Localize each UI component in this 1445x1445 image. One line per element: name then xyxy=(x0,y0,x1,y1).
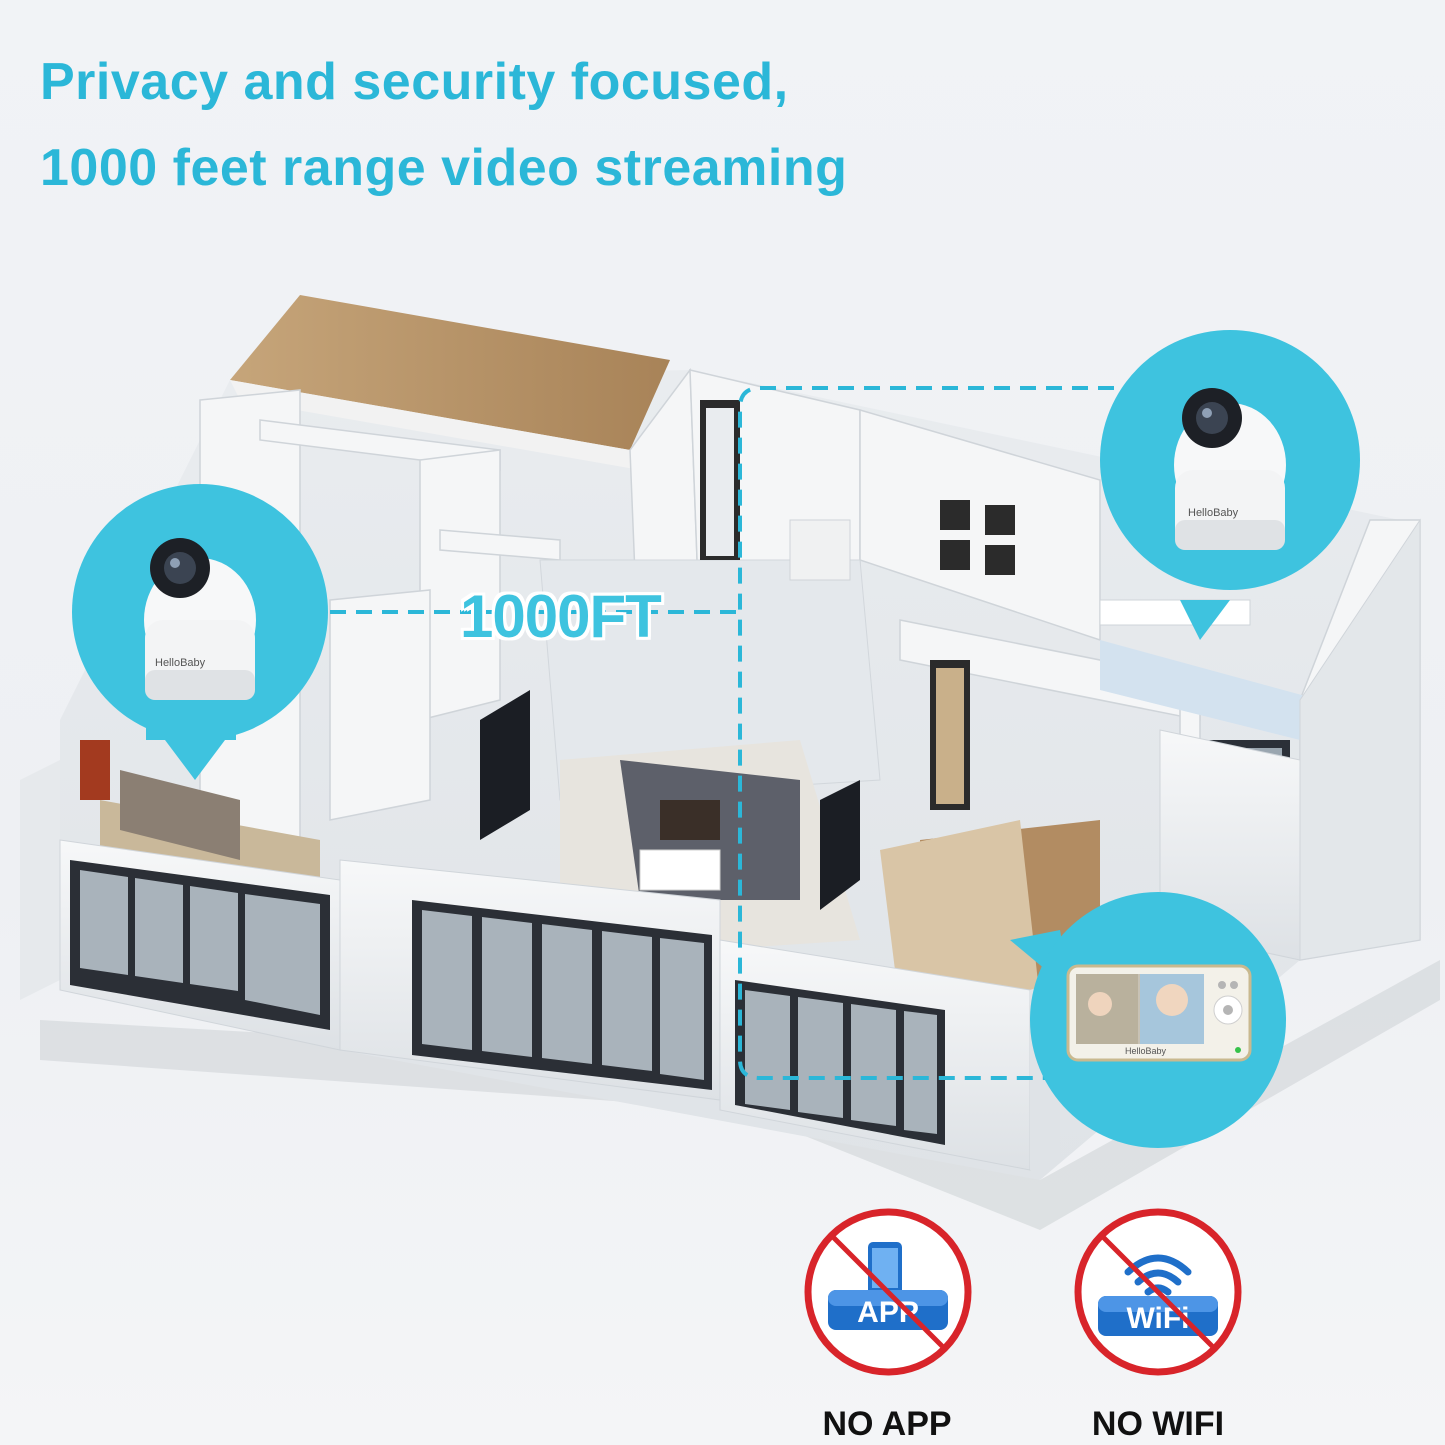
range-label: 1000FT xyxy=(460,583,662,650)
window-panes xyxy=(80,870,937,1134)
no-wifi-pill-text: WiFi xyxy=(1126,1302,1189,1335)
no-wifi-caption: NO WIFI xyxy=(1091,1405,1225,1443)
camera-right-brand: HelloBaby xyxy=(1188,507,1239,519)
headline-line-2: 1000 feet range video streaming xyxy=(40,139,848,197)
no-app-badge: APP xyxy=(804,1208,972,1376)
monitor-brand: HelloBaby xyxy=(1125,1046,1167,1056)
camera-left-bubble xyxy=(72,484,328,740)
range-dashed-lines xyxy=(330,386,1140,1080)
no-wifi-badge: WiFi xyxy=(1074,1208,1242,1376)
camera-left-brand: HelloBaby xyxy=(155,657,206,669)
headline-line-1: Privacy and security focused, xyxy=(40,53,789,111)
camera-right-bubble xyxy=(1100,330,1360,590)
wood-wall-room xyxy=(230,295,670,470)
monitor-bubble xyxy=(1030,892,1286,1148)
no-app-caption: NO APP xyxy=(822,1405,952,1443)
